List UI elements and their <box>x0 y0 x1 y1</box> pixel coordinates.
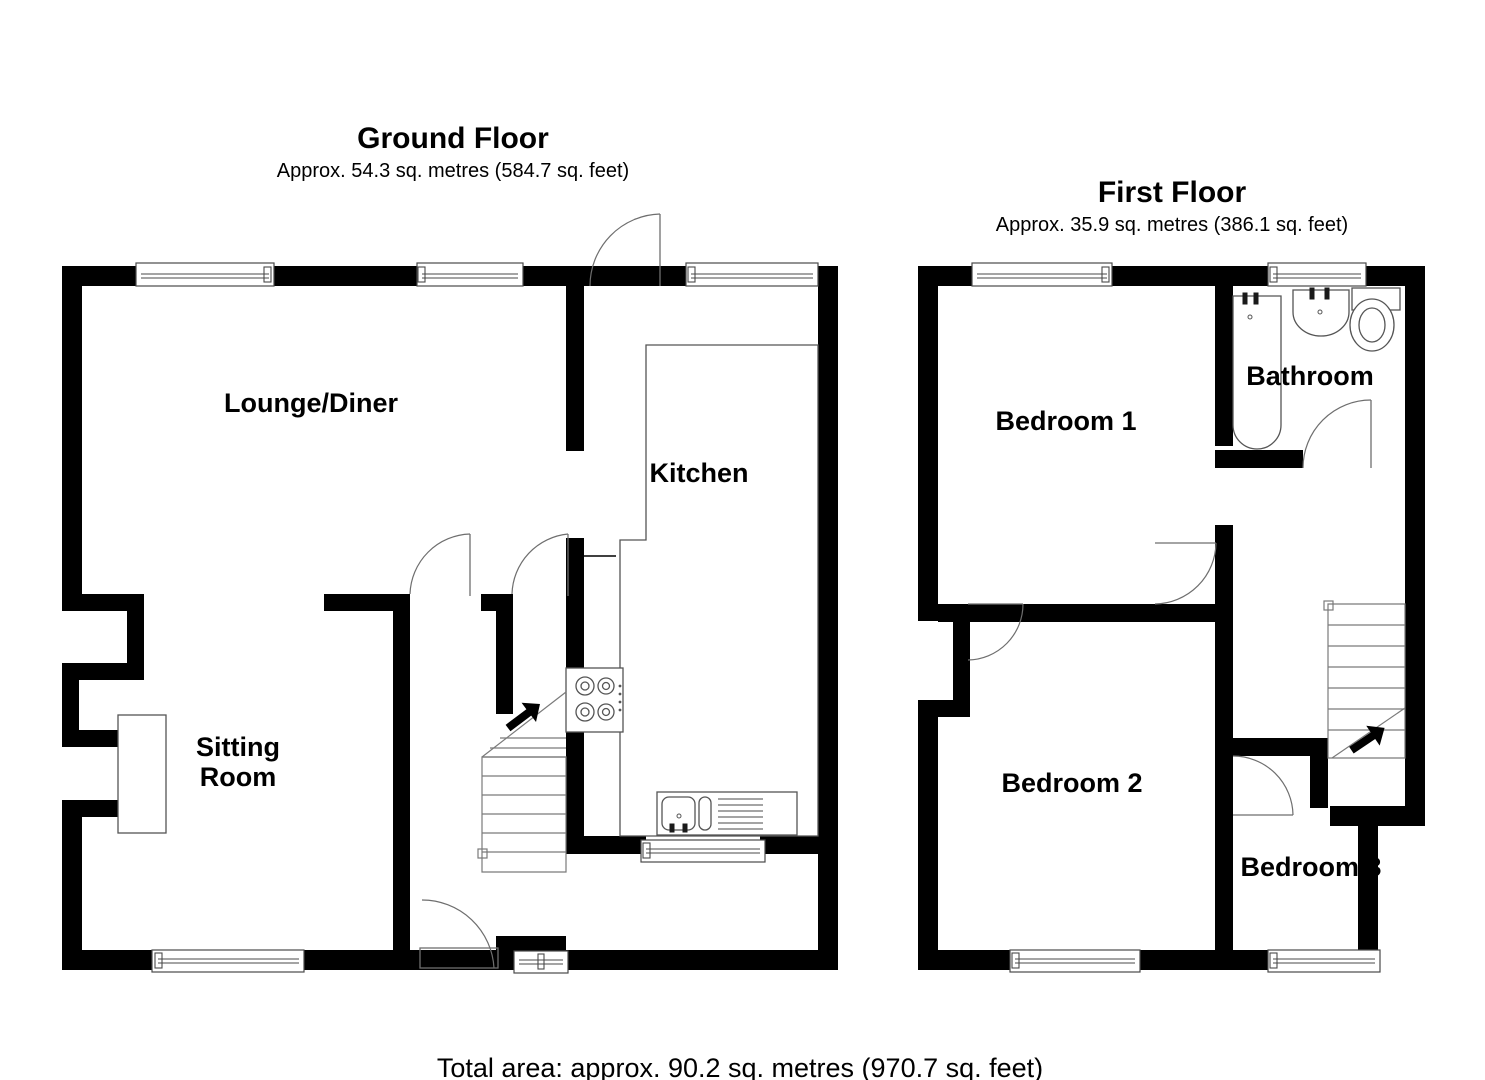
window-kitchen-top <box>685 262 819 287</box>
toilet-icon <box>1349 287 1401 352</box>
first-floor-plan: Bedroom 1 Bedroom 2 Bedroom 3 Bathroom <box>918 262 1425 973</box>
door-bedroom-2 <box>967 603 1024 661</box>
room-label-sitting-room-line1: Sitting <box>196 732 280 762</box>
room-label-bedroom-2: Bedroom 2 <box>1001 768 1142 798</box>
ground-floor-subtitle: Approx. 54.3 sq. metres (584.7 sq. feet) <box>277 160 629 182</box>
door-kitchen-top <box>589 213 661 287</box>
hob-icon <box>575 676 622 722</box>
window-bathroom-top <box>1267 262 1367 287</box>
door-kitchen-hall <box>511 533 569 596</box>
first-floor-internal-walls <box>938 266 1328 950</box>
basin-icon <box>1292 287 1350 337</box>
window-bedroom1-top <box>971 262 1113 287</box>
window-hall-bottom <box>513 950 569 974</box>
ground-floor-internal-walls <box>324 266 820 954</box>
chimney-breast-fixture <box>117 714 167 834</box>
window-lounge-top-left <box>135 262 275 287</box>
sink-icon <box>656 791 798 836</box>
door-sitting-room <box>419 899 499 969</box>
window-bedroom2-bottom <box>1009 949 1141 973</box>
room-label-lounge-diner: Lounge/Diner <box>224 388 398 418</box>
first-floor-title: First Floor <box>1098 176 1247 209</box>
door-landing <box>1232 755 1294 816</box>
room-label-sitting-room-line2: Room <box>200 762 277 792</box>
door-lounge <box>409 533 471 596</box>
kitchen-units <box>565 344 819 837</box>
room-label-bedroom-1: Bedroom 1 <box>995 406 1136 436</box>
room-label-kitchen: Kitchen <box>649 458 748 488</box>
door-bathroom <box>1302 399 1372 469</box>
ground-floor-title: Ground Floor <box>357 122 549 155</box>
door-bedroom-1 <box>1154 542 1217 605</box>
room-label-bathroom: Bathroom <box>1246 361 1374 391</box>
staircase-ground <box>477 691 567 873</box>
window-lounge-top-right <box>416 262 524 287</box>
window-kitchen-bottom <box>640 839 766 863</box>
first-floor-subtitle: Approx. 35.9 sq. metres (386.1 sq. feet) <box>996 214 1348 236</box>
room-label-bedroom-3: Bedroom 3 <box>1240 852 1381 882</box>
window-sitting-room-bottom <box>151 949 305 973</box>
bath-icon <box>1232 292 1282 450</box>
ground-floor-plan: Lounge/Diner Kitchen Sitting Room <box>62 213 838 974</box>
staircase-first <box>1323 600 1406 759</box>
total-area-label: Total area: approx. 90.2 sq. metres (970… <box>437 1053 1043 1080</box>
window-bedroom3-bottom <box>1267 949 1381 973</box>
first-floor-walls <box>918 266 1425 970</box>
